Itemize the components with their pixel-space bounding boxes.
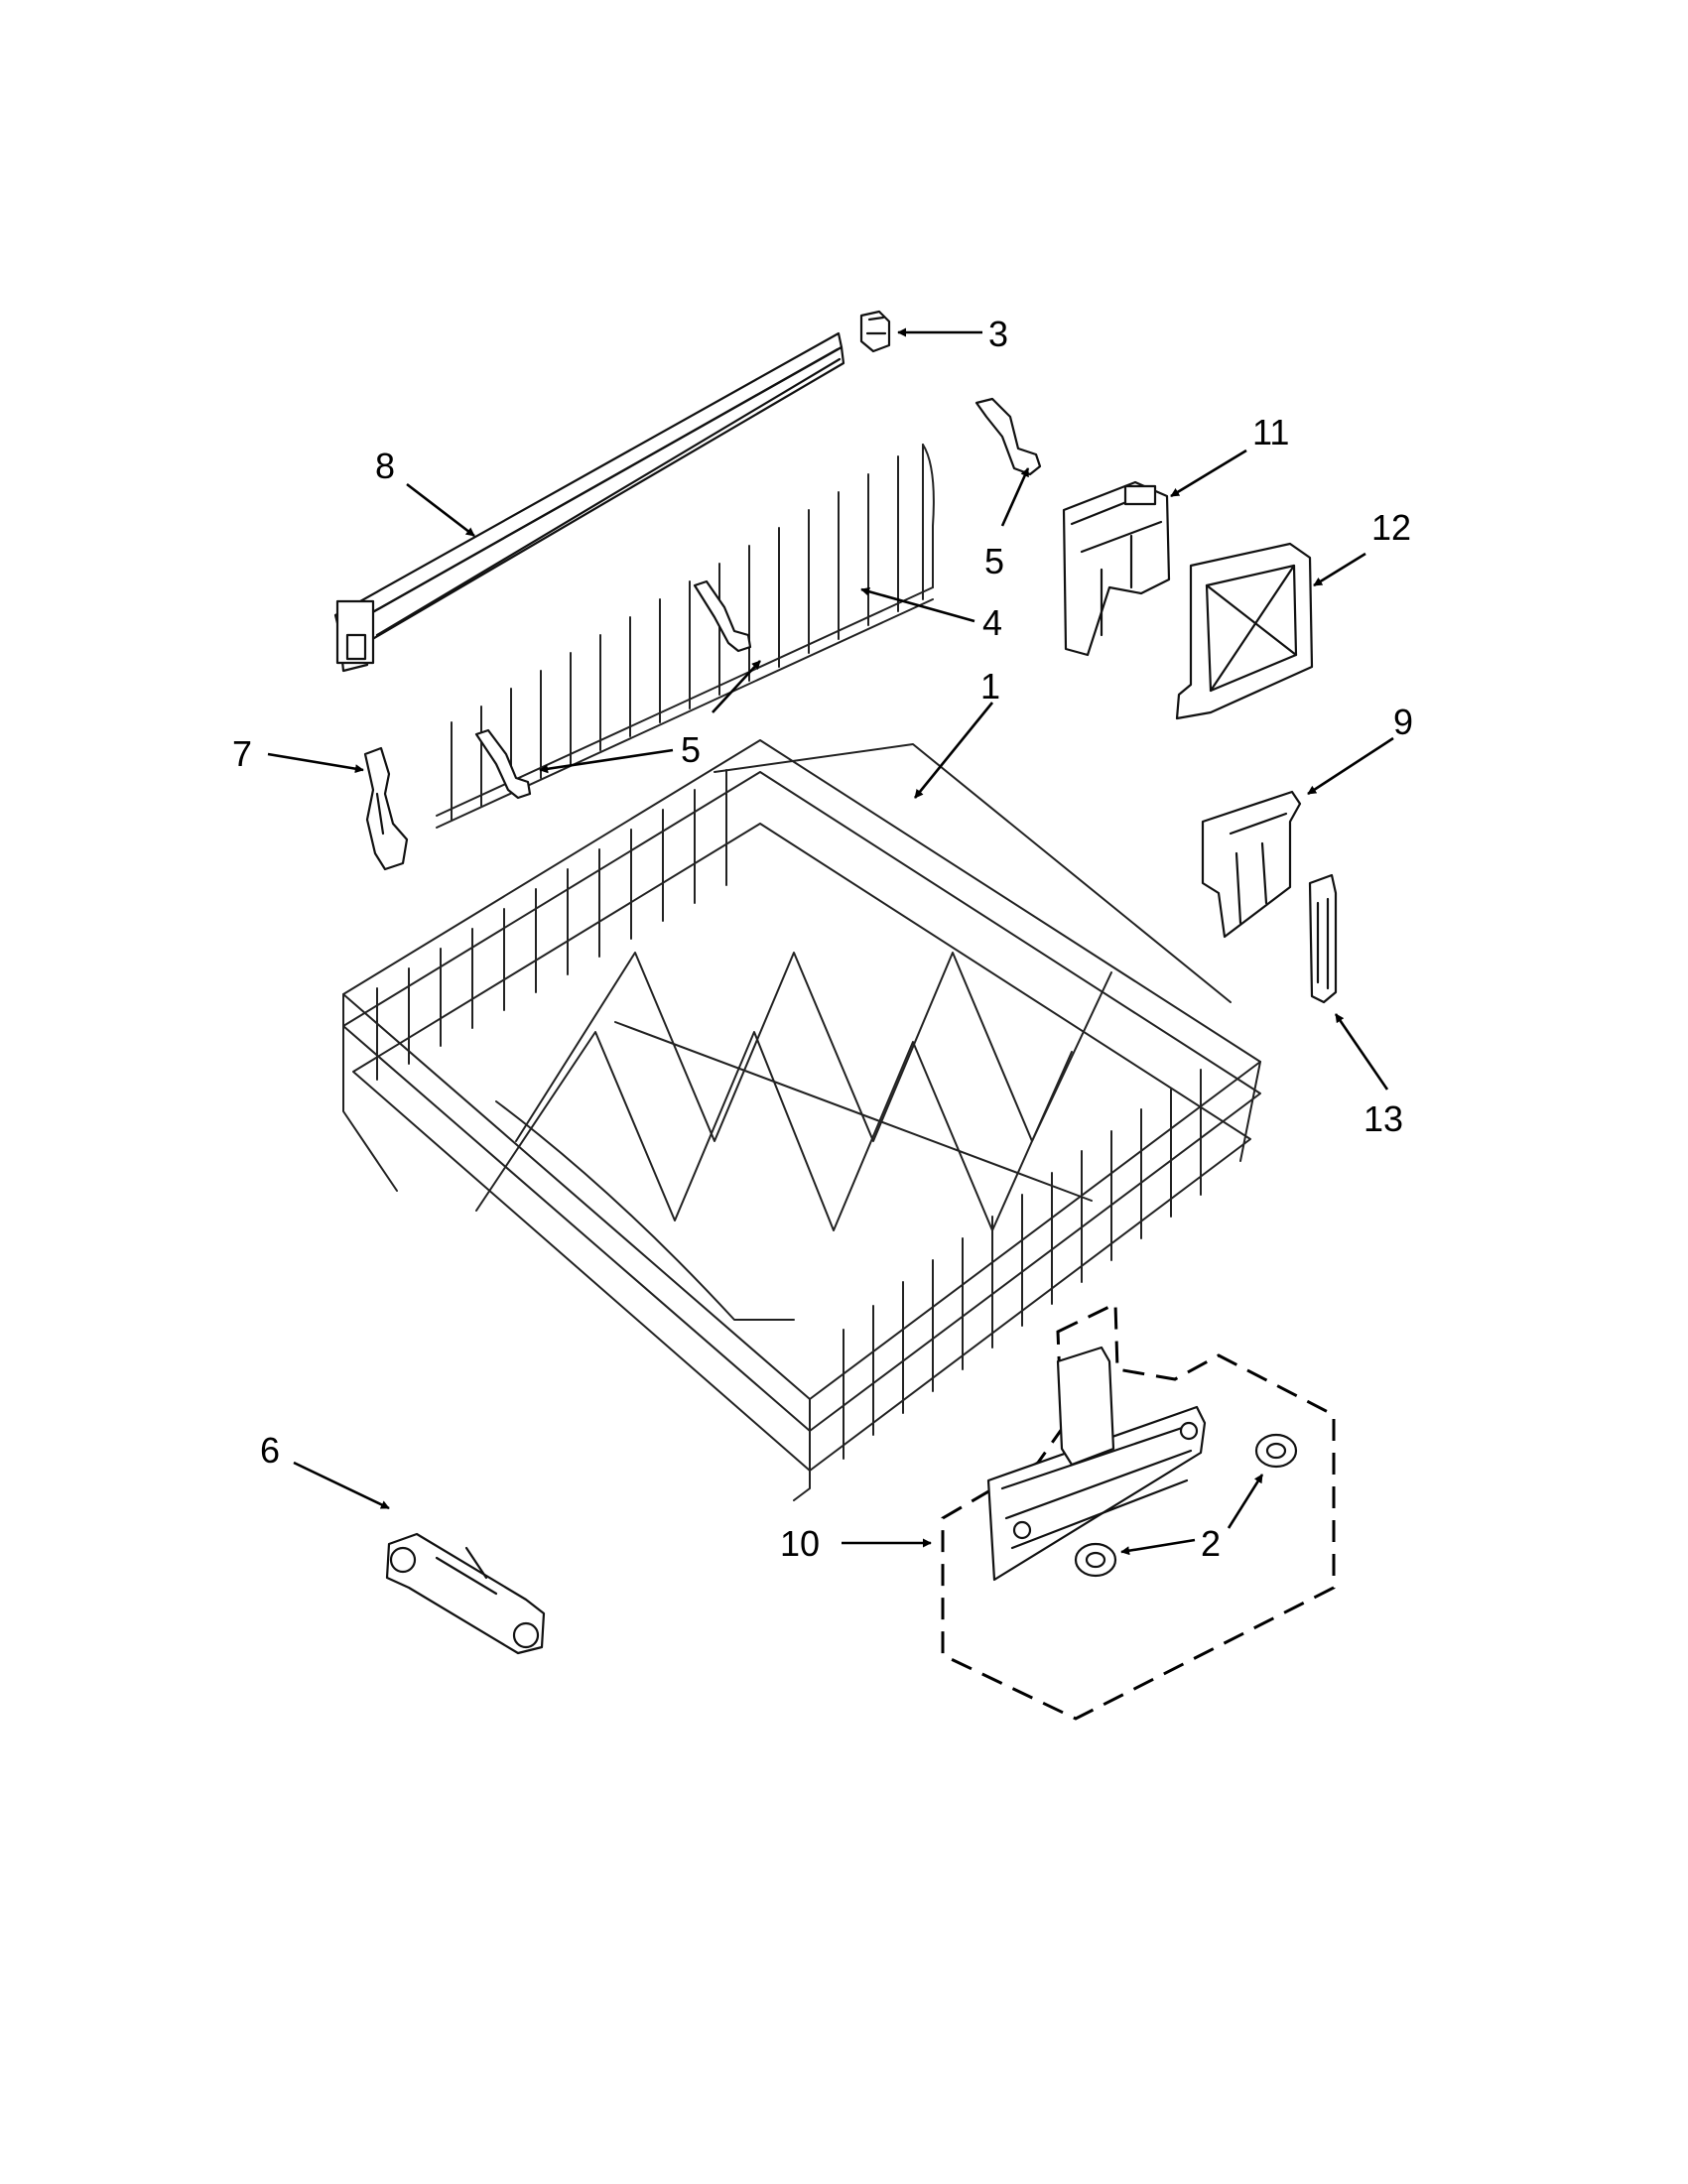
part-11-bracket [1062,480,1171,657]
callout-3: 3 [988,314,1008,354]
leader-12 [1313,552,1366,587]
leader-7 [267,752,364,774]
leader-6 [293,1461,390,1510]
part-13-slide [1308,873,1338,1004]
callout-8: 8 [375,446,395,486]
callout-5-upper: 5 [984,541,1004,581]
part-3-clip [859,310,891,353]
leader-13 [1334,1013,1389,1091]
callout-12: 12 [1371,507,1411,548]
callout-2: 2 [1201,1523,1221,1564]
leader-2-left [1120,1538,1196,1556]
leader-8 [406,482,475,538]
leader-2-right [1227,1474,1264,1529]
part-7-handle [363,746,409,871]
part-1-rack [342,739,1261,1501]
part-12-cover [1175,542,1314,720]
part-2-wheel-left [1074,1542,1117,1578]
callout-1: 1 [980,666,1000,707]
part-8-track-rail [333,331,845,673]
part-2-wheel-right [1254,1433,1298,1469]
leader-1 [913,702,994,799]
leader-5-upper [1000,467,1030,527]
callout-7: 7 [232,733,252,774]
part-9-bracket [1201,790,1302,939]
callout-10: 10 [780,1523,820,1564]
part-6-bracket [385,1532,546,1655]
leader-11 [1170,449,1247,498]
callout-9: 9 [1393,702,1413,742]
leader-9 [1307,736,1394,796]
leader-5-middle [712,660,761,713]
callout-5-lower: 5 [681,729,701,770]
callout-11: 11 [1252,412,1289,452]
callout-13: 13 [1363,1098,1403,1139]
leader-4 [860,586,975,623]
leader-5-lower [539,748,674,774]
callout-6: 6 [260,1430,280,1471]
part-10-adjuster-assembly [941,1301,1336,1721]
callout-4: 4 [982,602,1002,643]
part-5-clip-upper [974,397,1042,476]
part-4-tine-row [436,444,935,829]
